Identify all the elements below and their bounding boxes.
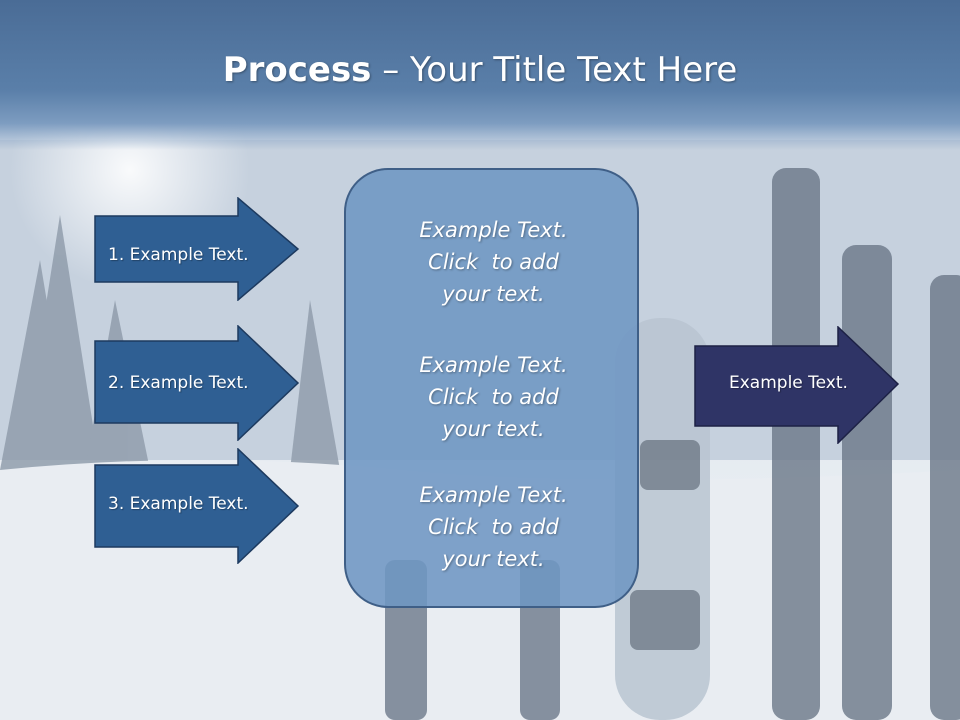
arrow-label-3: 3. Example Text. (108, 494, 249, 514)
arrow-shape-1 (94, 197, 300, 301)
panel-line: Click to add (428, 385, 559, 409)
panel-text-block-3: Example Text. Click to add your text. (346, 479, 641, 575)
arrow-shape-2 (94, 325, 300, 441)
title-rest: – Your Title Text Here (371, 50, 738, 90)
arrow-label-right: Example Text. (729, 373, 848, 393)
panel-line: your text. (442, 417, 545, 441)
title-band (0, 0, 960, 150)
center-panel: Example Text. Click to add your text. Ex… (344, 168, 639, 608)
panel-text-block-1: Example Text. Click to add your text. (346, 214, 641, 310)
panel-line: Example Text. (419, 353, 568, 377)
panel-line: your text. (442, 547, 545, 571)
panel-line: Click to add (428, 250, 559, 274)
title-bold: Process (222, 50, 372, 90)
arrow-shape-right (694, 326, 900, 444)
panel-line: your text. (442, 282, 545, 306)
arrow-shape-3 (94, 448, 300, 564)
arrow-label-1: 1. Example Text. (108, 245, 249, 265)
slide-title: Process – Your Title Text Here (0, 50, 960, 90)
panel-text-block-2: Example Text. Click to add your text. (346, 349, 641, 445)
arrow-label-2: 2. Example Text. (108, 373, 249, 393)
panel-line: Example Text. (419, 218, 568, 242)
panel-line: Click to add (428, 515, 559, 539)
panel-line: Example Text. (419, 483, 568, 507)
